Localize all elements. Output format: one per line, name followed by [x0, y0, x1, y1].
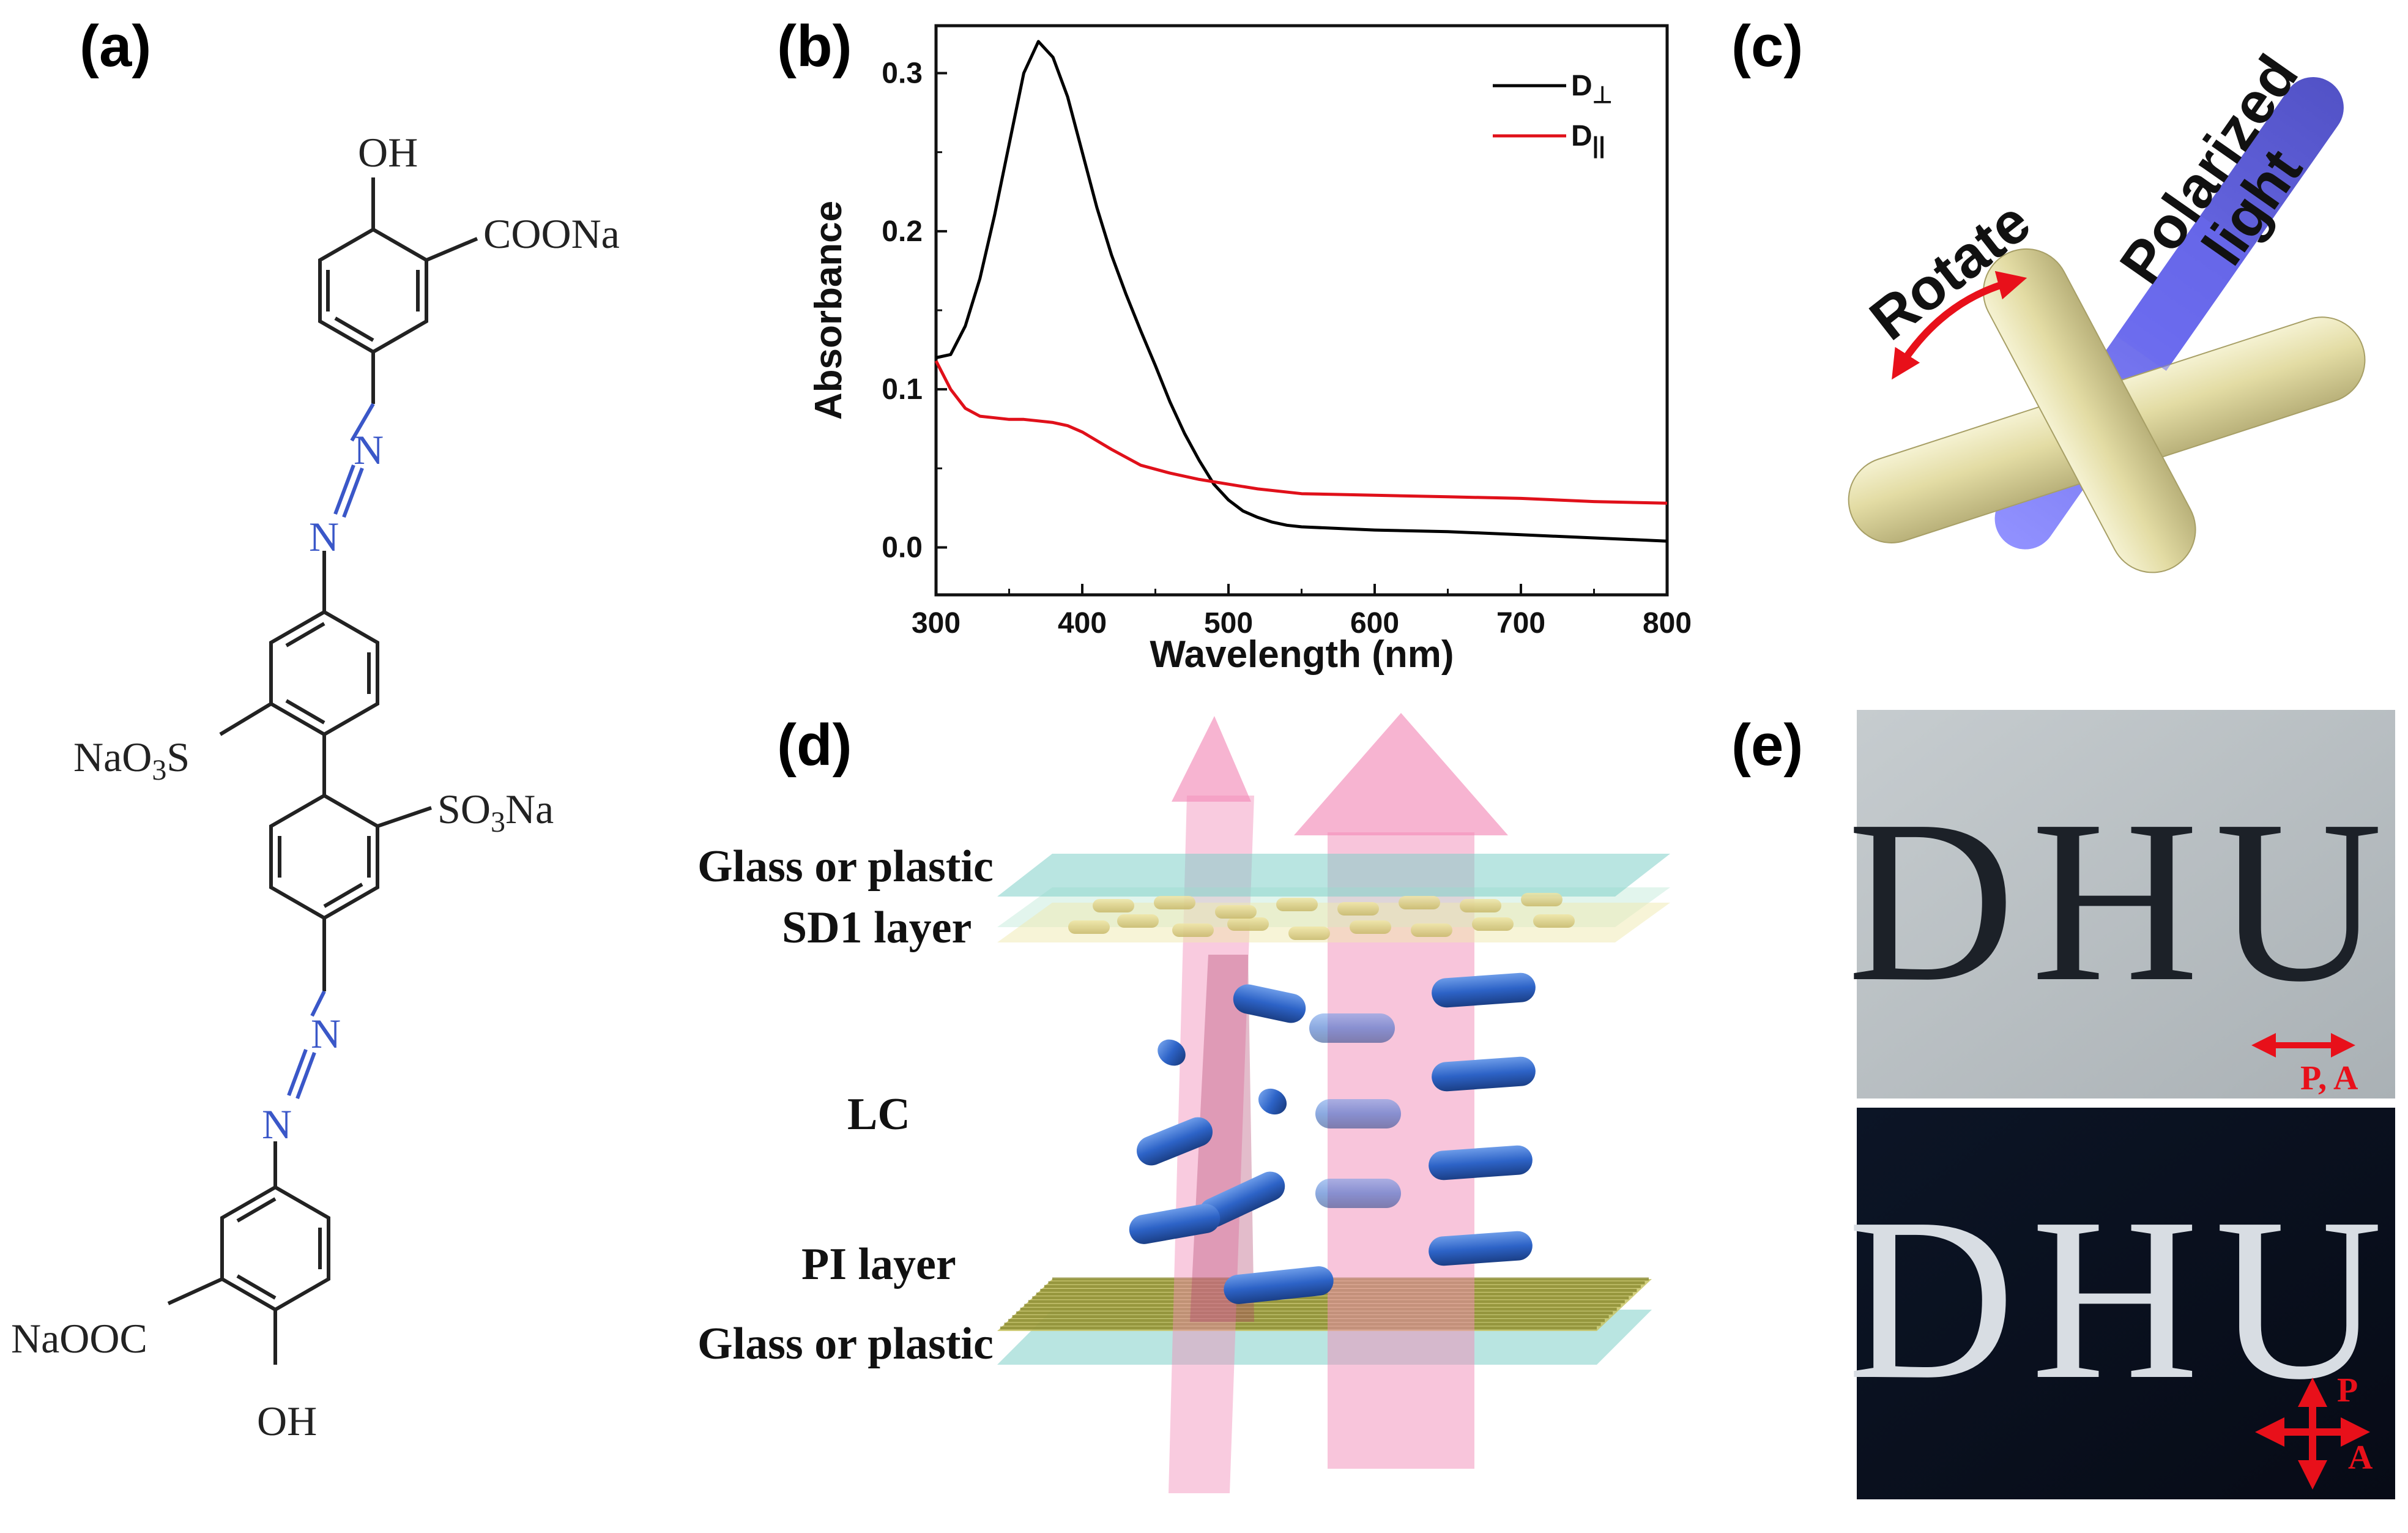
bottom-glass-label: Glass or plastic — [697, 1319, 994, 1369]
sulfonate-left-label: NaO3S — [73, 734, 190, 786]
sd1-molecule — [1472, 917, 1514, 931]
lc-molecule — [1429, 1231, 1533, 1266]
azo-n3-label: N — [311, 1010, 341, 1057]
y-tick-label: 0.3 — [882, 58, 923, 90]
hydroxyl-bottom-label: OH — [257, 1398, 317, 1444]
legend-label-perp: D⊥ — [1571, 70, 1613, 108]
sd1-molecule — [1533, 914, 1575, 928]
lc-label: LC — [847, 1089, 910, 1139]
sd1-molecule — [1093, 899, 1134, 912]
sd1-molecule — [1460, 899, 1501, 912]
polarizer-label: P — [2337, 1371, 2358, 1409]
molecule-labels: OH COONa N N NaO3S SO3Na N N NaOOC OH — [11, 129, 620, 1444]
top-glass-label: Glass or plastic — [697, 841, 994, 892]
dhu-photo-top: DHU P, A — [1847, 710, 2398, 1098]
lc-molecule — [1158, 1039, 1186, 1066]
x-tick-label: 800 — [1643, 607, 1692, 640]
lc-molecules — [1129, 972, 1536, 1304]
hydroxyl-top-label: OH — [358, 129, 418, 176]
lc-molecule — [1315, 1179, 1401, 1208]
sd1-molecule — [1215, 905, 1257, 919]
vertical-rod — [1983, 248, 2196, 573]
molecule-structure — [167, 177, 478, 1365]
lc-molecule — [1315, 1099, 1401, 1128]
sd1-molecule — [1276, 898, 1318, 911]
sd1-molecules — [1068, 893, 1575, 940]
lc-molecule — [1224, 1266, 1334, 1304]
lc-cell-diagram: Glass or plastic SD1 layer LC PI layer G… — [697, 713, 1670, 1493]
axis-ticks: 300 400 500 600 700 800 0.0 0.1 0.2 0.3 — [882, 58, 1692, 640]
lc-molecule — [1432, 1056, 1536, 1092]
pink-beam-narrow-head — [1172, 716, 1251, 802]
rotate-arrow-icon — [1892, 270, 2027, 380]
panel-labels: (a) (b) (c) (d) (e) — [80, 13, 1803, 778]
x-tick-label: 300 — [912, 607, 961, 640]
panel-d-label: (d) — [777, 712, 852, 778]
chart-series — [934, 40, 1668, 543]
panel-e-label: (e) — [1731, 712, 1803, 778]
pi-layer-label: PI layer — [801, 1239, 956, 1289]
rotation-diagram: Rotate Polarized light — [1848, 43, 2366, 573]
lc-molecule — [1233, 984, 1306, 1023]
benzene-ring-3 — [269, 793, 379, 920]
sd1-molecule — [1337, 902, 1379, 916]
parallel-polarizer-label: P, A — [2300, 1059, 2358, 1097]
y-tick-label: 0.0 — [882, 532, 923, 564]
sd1-molecule — [1521, 893, 1563, 906]
sd1-molecule — [1411, 923, 1452, 937]
sd1-molecule — [1288, 927, 1330, 940]
chart-legend: D⊥ D|| — [1493, 70, 1613, 159]
lc-molecule — [1198, 1171, 1285, 1228]
x-tick-label: 700 — [1496, 607, 1545, 640]
top-glass-substrate — [997, 854, 1670, 897]
lc-molecule — [1129, 1204, 1221, 1244]
plot-frame — [934, 24, 1669, 597]
panel-b-label: (b) — [777, 13, 852, 79]
sd1-molecule — [1154, 896, 1195, 909]
x-tick-label: 400 — [1058, 607, 1107, 640]
series-line-par — [934, 360, 1668, 505]
dhu-photo-bottom: DHU P A — [1847, 1108, 2398, 1499]
y-axis-label: Absorbance — [808, 201, 850, 420]
x-tick-label: 500 — [1204, 607, 1253, 640]
sulfonate-right-label: SO3Na — [437, 786, 554, 838]
benzene-ring-2 — [269, 610, 379, 737]
benzene-ring-1 — [318, 227, 428, 354]
y-tick-label: 0.1 — [882, 373, 923, 406]
analyzer-label: A — [2348, 1439, 2373, 1477]
sd1-molecule — [1068, 920, 1110, 934]
lc-molecule — [1432, 972, 1536, 1008]
x-axis-label: Wavelength (nm) — [1150, 633, 1454, 676]
lc-molecule — [1136, 1117, 1213, 1166]
lc-molecule — [1309, 1013, 1395, 1043]
panel-c-label: (c) — [1731, 13, 1803, 79]
lc-molecule — [1258, 1088, 1287, 1115]
sd1-molecule — [1117, 914, 1159, 928]
absorbance-chart: 300 400 500 600 700 800 0.0 0.1 0.2 0.3 Wavelengt… — [808, 24, 1692, 676]
pink-beam-narrow — [1169, 796, 1254, 1493]
lc-molecule — [1429, 1145, 1533, 1181]
legend-label-par: D|| — [1571, 120, 1605, 159]
carboxylate-top-label: COONa — [483, 211, 620, 257]
sd1-molecule — [1350, 920, 1391, 934]
sd1-molecule — [1227, 917, 1269, 931]
benzene-ring-4 — [220, 1185, 330, 1312]
sd1-layer-label: SD1 layer — [782, 903, 972, 953]
azo-n4-label: N — [262, 1101, 292, 1147]
series-line-perp — [935, 40, 1668, 543]
y-tick-label: 0.2 — [882, 215, 923, 248]
sd1-molecule — [1172, 923, 1214, 937]
dhu-text-dark: DHU — [1847, 772, 2398, 1030]
panel-a-label: (a) — [80, 13, 151, 79]
carboxylate-bottom-label: NaOOC — [11, 1315, 147, 1362]
sd1-molecule — [1399, 896, 1440, 909]
x-tick-label: 600 — [1350, 607, 1399, 640]
pink-beam-wide-head — [1294, 713, 1508, 835]
azo-n1-label: N — [354, 427, 384, 473]
azo-n2-label: N — [309, 513, 339, 560]
dhu-text-light: DHU — [1847, 1170, 2398, 1428]
